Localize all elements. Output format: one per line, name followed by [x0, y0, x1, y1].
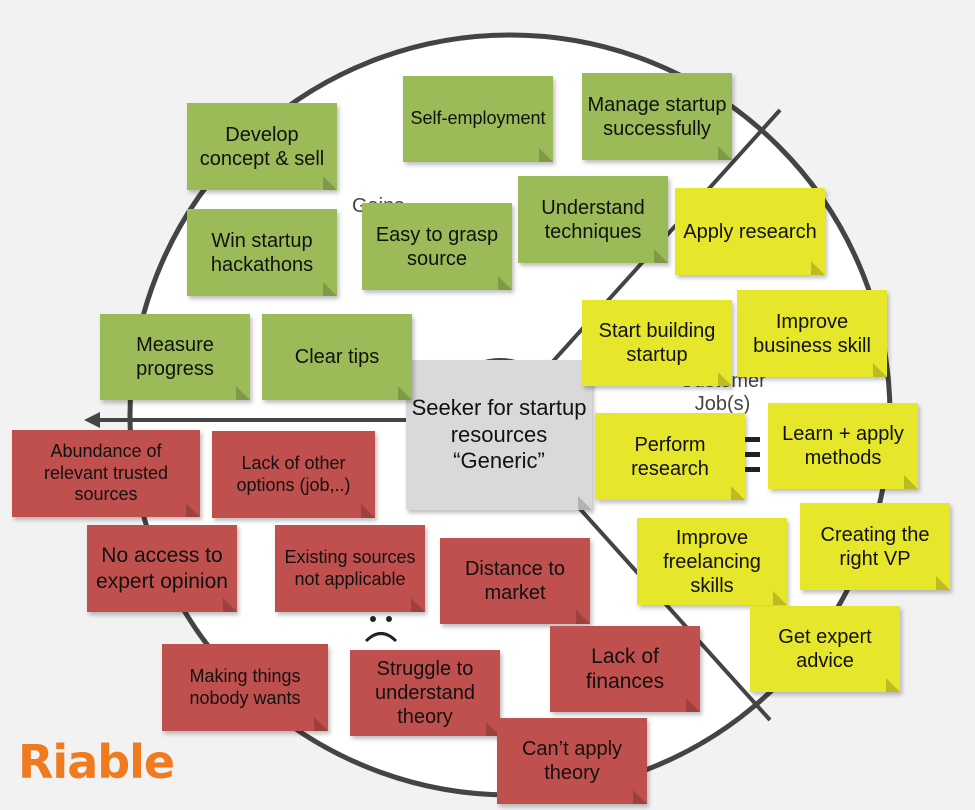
center-card: Seeker for startup resources “Generic”: [406, 360, 592, 510]
gain-note: Develop concept & sell: [187, 103, 337, 190]
job-note: Improve freelancing skills: [637, 518, 787, 605]
job-note: Improve business skill: [737, 290, 887, 377]
riable-logo: Riable: [18, 735, 175, 789]
job-note: Apply research: [675, 188, 825, 275]
job-note: Learn + apply methods: [768, 403, 918, 489]
pain-note: Making things nobody wants: [162, 644, 328, 731]
gain-note: Clear tips: [262, 314, 412, 400]
pain-note: No access to expert opinion: [87, 525, 237, 612]
pain-note: Lack of other options (job,..): [212, 431, 375, 518]
job-note: Creating the right VP: [800, 503, 950, 590]
gain-note: Measure progress: [100, 314, 250, 400]
gain-note: Manage startup successfully: [582, 73, 732, 160]
gain-note: Understand techniques: [518, 176, 668, 263]
job-note: Get expert advice: [750, 606, 900, 692]
job-note: Perform research: [595, 413, 745, 500]
pain-note: Existing sources not applicable: [275, 525, 425, 612]
pain-note: Distance to market: [440, 538, 590, 624]
gain-note: Win startup hackathons: [187, 209, 337, 296]
pain-note: Lack of finances: [550, 626, 700, 712]
gain-note: Easy to grasp source: [362, 203, 512, 290]
job-note: Start building startup: [582, 300, 732, 386]
pain-note: Abundance of relevant trusted sources: [12, 430, 200, 517]
gain-note: Self-employment: [403, 76, 553, 162]
pain-note: Struggle to understand theory: [350, 650, 500, 736]
sad-face-icon: [364, 616, 398, 643]
pain-note: Can’t apply theory: [497, 718, 647, 804]
